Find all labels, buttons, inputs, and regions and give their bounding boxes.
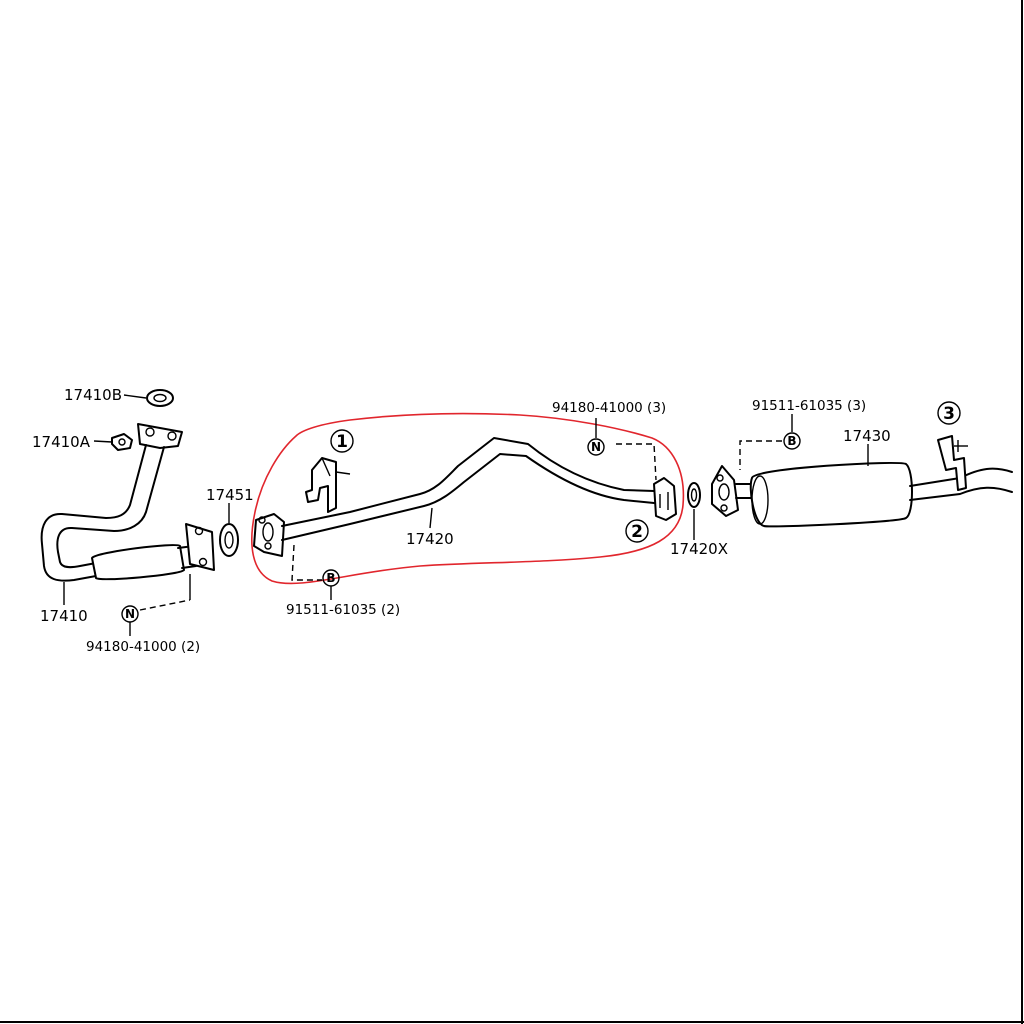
nut-symbol-center-letter: N: [591, 440, 601, 454]
callout-2-number: 2: [631, 522, 643, 542]
bolt-symbol-center-letter: B: [326, 571, 335, 585]
label-17451: 17451: [206, 486, 254, 504]
bolt-center-dash: [291, 544, 322, 581]
callout-2: [625, 519, 649, 543]
callout-1: [330, 429, 354, 453]
front-pipe-17410: [40, 423, 215, 600]
nut-17410A-hole: [118, 438, 126, 446]
label-17430: 17430: [843, 427, 891, 445]
nut-left-dash: [139, 599, 191, 611]
label-nut-left: 94180-41000 (2): [86, 639, 200, 655]
label-17410A: 17410A: [32, 433, 91, 451]
bolt-symbol-right: [783, 432, 801, 450]
label-17420: 17420: [406, 530, 454, 548]
nut-symbol-left-letter: N: [125, 607, 135, 621]
gasket-17451-hole: [224, 531, 234, 549]
nut-symbol-center: [587, 438, 605, 456]
gasket-17420X-hole: [690, 488, 698, 502]
center-pipe-17420: [253, 437, 677, 557]
callout-3-number: 3: [943, 404, 955, 424]
label-17410: 17410: [40, 607, 88, 625]
gasket-17420X: [687, 482, 701, 508]
bolt-right-dash: [739, 440, 782, 470]
label-bolt-right: 91511-61035 (3): [752, 398, 866, 414]
leader-17410B: [123, 394, 147, 399]
callout-3: [937, 401, 961, 425]
label-17420X: 17420X: [670, 540, 728, 558]
label-bolt-center: 91511-61035 (2): [286, 602, 400, 618]
gasket-17410B-hole: [153, 393, 167, 403]
callout-1-number: 1: [336, 432, 348, 452]
nut-center-dash: [616, 443, 657, 481]
label-17410B: 17410B: [64, 386, 122, 404]
nut-17410A: [111, 433, 133, 451]
bolt-symbol-right-letter: B: [787, 434, 796, 448]
gasket-17410B: [146, 389, 174, 407]
leader-17410A: [93, 440, 113, 443]
label-nut-center: 94180-41000 (3): [552, 400, 666, 416]
tail-pipe-17430: [711, 435, 1013, 528]
gasket-17451: [219, 523, 239, 557]
highlight-outline: [251, 412, 685, 585]
